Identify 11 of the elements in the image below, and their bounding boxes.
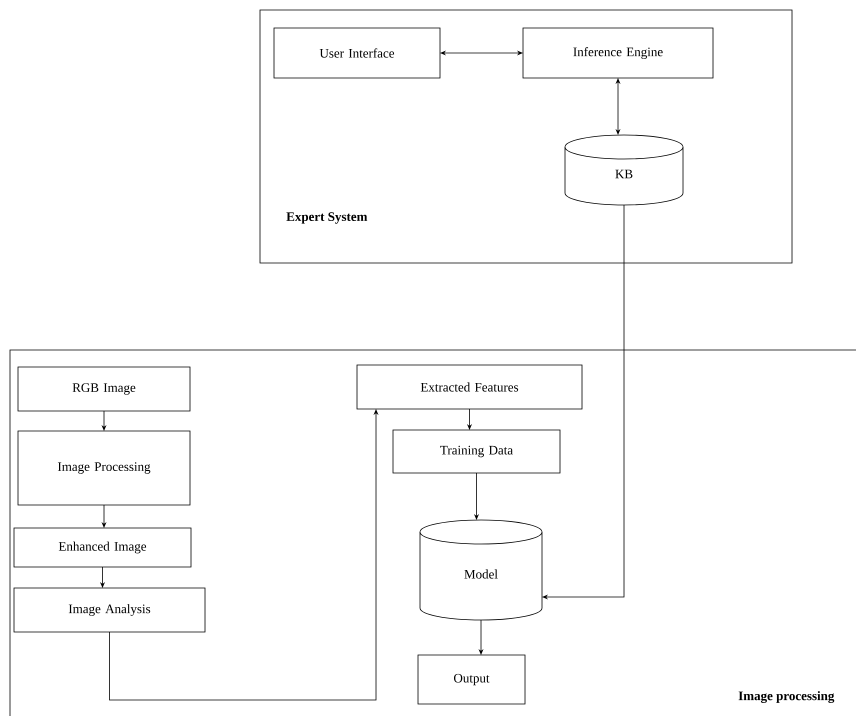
process-box: User Interface <box>274 28 440 78</box>
process-box: Enhanced Image <box>14 528 192 568</box>
database-cylinder: Model <box>420 520 542 620</box>
process-box: Output <box>418 654 526 704</box>
process-box: Extracted Features <box>356 364 582 410</box>
process-box: Training Data <box>392 430 560 474</box>
process-box: Image Analysis <box>14 588 206 632</box>
process-box: Image Processing <box>18 430 190 506</box>
process-box: RGB Image <box>18 366 190 412</box>
database-cylinder: KB <box>564 134 684 206</box>
process-box: Inference Engine <box>522 28 714 78</box>
